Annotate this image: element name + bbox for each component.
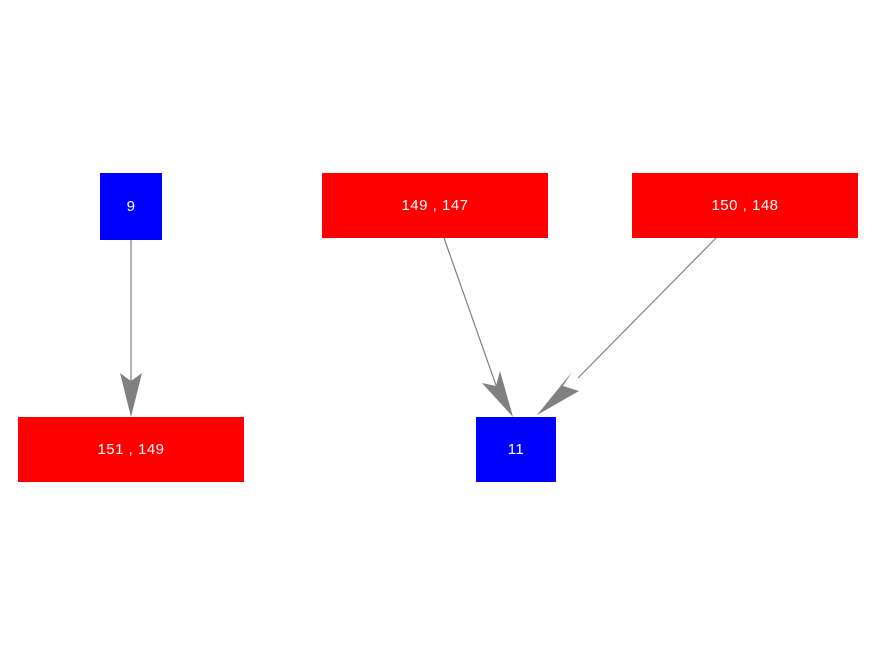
edge-149-147-to-11 [443, 237, 513, 417]
node-label: 151 , 149 [97, 441, 165, 458]
arrowhead-icon [482, 371, 513, 417]
edge-150-148-to-11 [537, 237, 717, 415]
node-9[interactable]: 9 [100, 173, 162, 240]
node-11[interactable]: 11 [476, 417, 556, 482]
node-149-147[interactable]: 149 , 147 [322, 173, 548, 238]
node-151-149[interactable]: 151 , 149 [18, 417, 244, 482]
arrowhead-icon [120, 373, 142, 417]
node-150-148[interactable]: 150 , 148 [632, 173, 858, 238]
edge-line [577, 237, 717, 379]
edge-line [443, 237, 498, 389]
node-label: 9 [126, 198, 136, 215]
node-label: 150 , 148 [711, 197, 779, 214]
node-label: 149 , 147 [401, 197, 469, 214]
arrowhead-icon [537, 372, 579, 415]
edge-9-to-151-149 [120, 240, 142, 417]
node-label: 11 [507, 441, 525, 458]
